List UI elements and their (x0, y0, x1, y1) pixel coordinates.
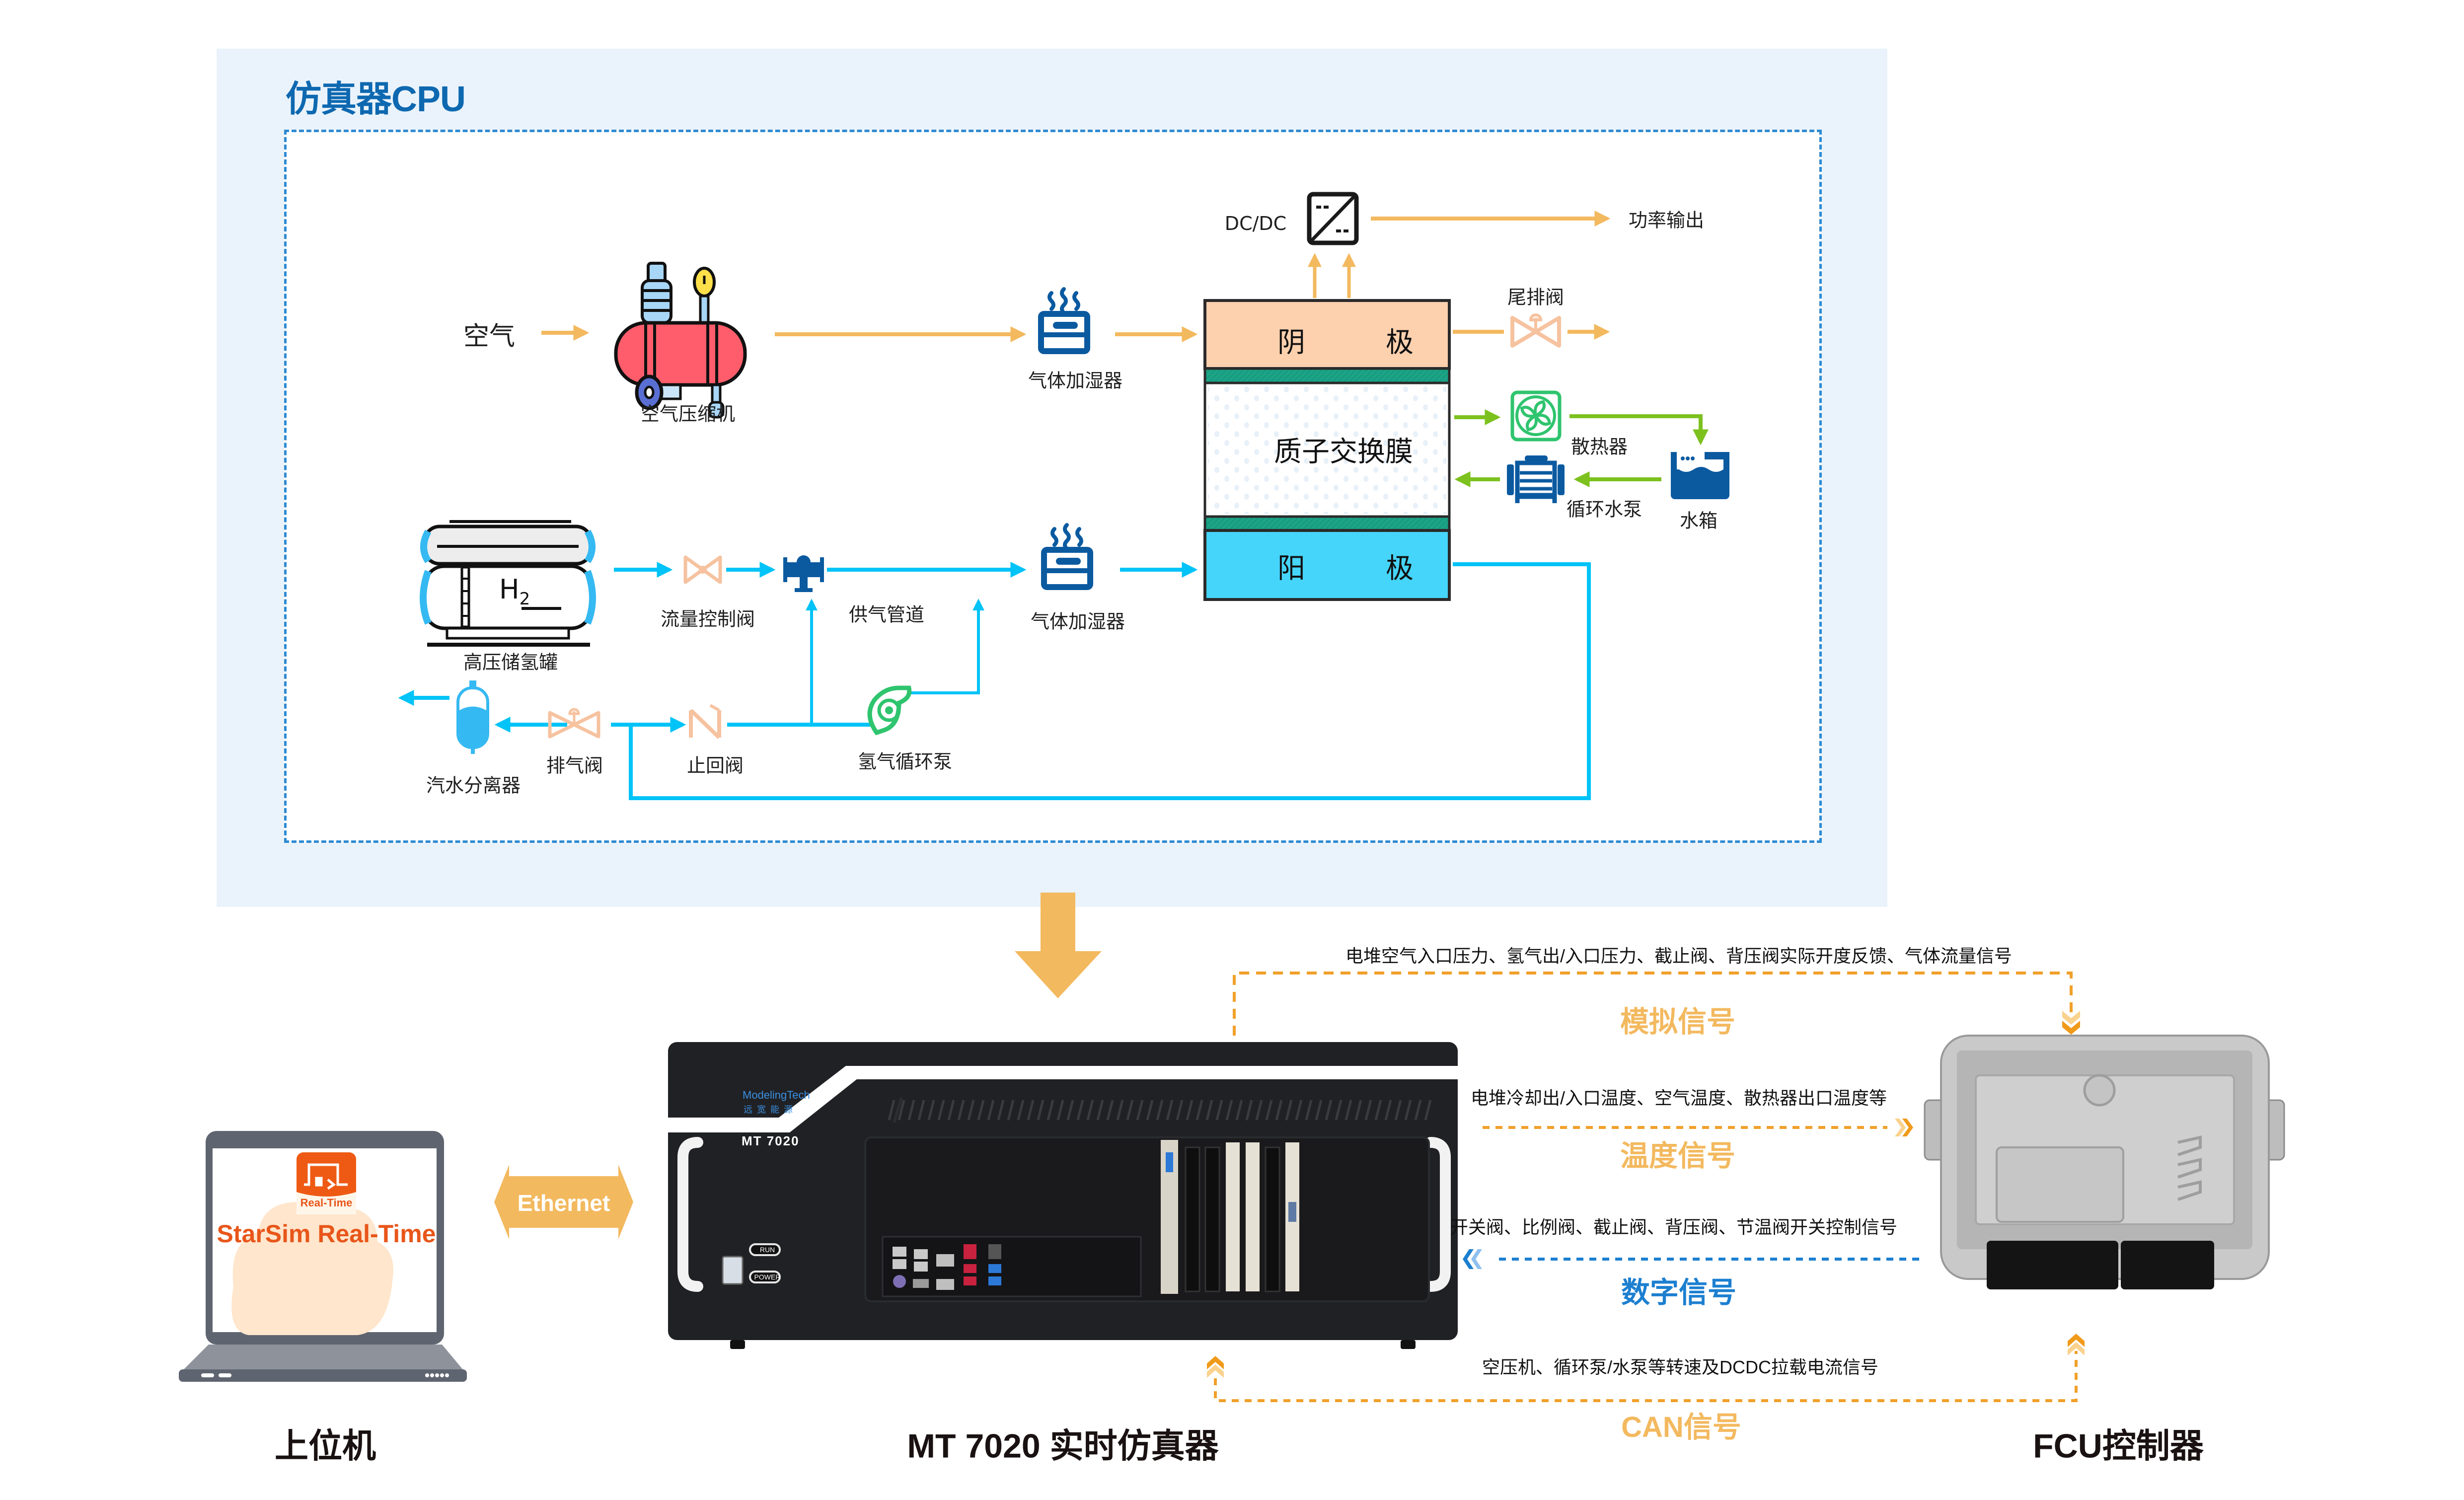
water-separator-icon (456, 680, 489, 754)
io-ports (893, 1244, 1001, 1290)
anode-catalyst-band (1203, 515, 1451, 532)
air-compressor-label: 空气压缩机 (640, 403, 736, 425)
dcdc-converter-icon (1307, 192, 1359, 245)
coolant-line-to-tank (1569, 414, 1709, 446)
hydrogen-symbol: H2 (499, 574, 530, 609)
cathode-layer (1203, 299, 1451, 370)
device-brand: ModelingTech (743, 1089, 810, 1101)
analog-signal-line (1233, 972, 2080, 1036)
simulator-title: MT 7020 实时仿真器 (907, 1427, 1219, 1465)
purge-valve-icon (548, 708, 600, 739)
power-switch (722, 1256, 744, 1285)
dcdc-label: DC/DC (1224, 213, 1287, 234)
fuel-cell-stack (1203, 299, 1451, 601)
analog-signal-description: 电堆空气入口压力、氢气出/入口压力、截止阀、背压阀实际开度反馈、气体流量信号 (1345, 946, 2013, 966)
can-signal-description: 空压机、循环泵/水泵等转速及DCDC拉载电流信号 (1482, 1357, 1878, 1377)
ethernet-link-arrow (494, 1165, 633, 1239)
water-pump-label: 循环水泵 (1566, 498, 1643, 521)
left-handle (677, 1137, 703, 1292)
cpu-to-simulator-arrow (1015, 893, 1102, 998)
panel-title: 仿真器CPU (286, 79, 466, 119)
cathode-catalyst-band (1203, 367, 1451, 384)
anode-layer (1203, 529, 1451, 601)
supply-pipe-tee-icon (783, 555, 824, 592)
can-signal-title: CAN信号 (1621, 1411, 1741, 1443)
anode-label-right: 极 (1386, 552, 1414, 585)
water-tank-label: 水箱 (1679, 510, 1718, 532)
temperature-signal-description: 电堆冷却出/入口温度、空气温度、散热器出口温度等 (1470, 1088, 1887, 1108)
ethernet-label: Ethernet (517, 1190, 610, 1216)
device-model: MT 7020 (742, 1133, 800, 1148)
air-compressor-icon (614, 262, 747, 419)
water-pump-icon (1507, 455, 1565, 503)
digital-signal-title: 数字信号 (1621, 1276, 1737, 1309)
air-humidifier-label: 气体加湿器 (1028, 370, 1123, 392)
power-output-label: 功率输出 (1628, 209, 1705, 231)
expansion-cards (1161, 1140, 1299, 1294)
right-handle (1425, 1137, 1451, 1292)
digital-signal-description: 开关阀、比例阀、截止阀、背压阀、节温阀开关控制信号 (1450, 1217, 1898, 1237)
water-separator-label: 汽水分离器 (426, 774, 521, 797)
power-label: POWER (754, 1273, 781, 1281)
run-label: RUN (759, 1246, 775, 1254)
purge-valve-label: 排气阀 (546, 754, 603, 777)
anode-label-left: 阳 (1277, 552, 1305, 585)
air-humidifier-icon (1038, 287, 1090, 354)
power-indicator (749, 1271, 781, 1283)
cathode-label-left: 阴 (1277, 326, 1305, 359)
device-brand-cn: 远 宽 能 源 (744, 1105, 794, 1115)
hydrogen-humidifier-label: 气体加湿器 (1030, 610, 1125, 633)
software-badge: Real-Time (300, 1197, 353, 1209)
hydrogen-tank-label: 高压储氢罐 (463, 651, 558, 674)
membrane-label: 质子交换膜 (1274, 436, 1413, 468)
radiator-label: 散热器 (1570, 436, 1628, 458)
exhaust-valve-label: 尾排阀 (1507, 286, 1565, 308)
flow-control-valve-icon (683, 555, 722, 584)
mt7020-simulator-device (668, 1042, 1458, 1349)
software-name: StarSim Real-Time (217, 1220, 436, 1248)
analog-signal-title: 模拟信号 (1620, 1006, 1736, 1038)
cathode-label-right: 极 (1386, 326, 1414, 359)
temperature-signal-title: 温度信号 (1620, 1140, 1736, 1172)
check-valve-label: 止回阀 (686, 754, 744, 777)
controller-title: FCU控制器 (2033, 1427, 2204, 1465)
stack-to-dcdc-arrows (1308, 253, 1356, 298)
anode-return-line (629, 562, 1591, 800)
radiator-icon (1510, 390, 1562, 442)
run-indicator (749, 1243, 781, 1256)
can-signal-line (1207, 1334, 2085, 1402)
flow-control-valve-label: 流量控制阀 (660, 608, 755, 630)
hydrogen-recirc-pump-icon (867, 685, 912, 736)
exhaust-valve-icon (1510, 313, 1561, 348)
fcu-controller-device (1924, 1035, 2285, 1289)
temperature-signal-line (1483, 1119, 1913, 1136)
recirc-pump-label: 氢气循环泵 (857, 750, 953, 773)
hydrogen-tank-icon (420, 520, 596, 647)
host-laptop-icon (179, 1131, 467, 1382)
check-valve-icon (689, 704, 721, 739)
hydrogen-humidifier-icon (1041, 523, 1093, 590)
water-tank-icon (1671, 452, 1729, 499)
digital-signal-line (1463, 1249, 1922, 1269)
supply-pipe-label: 供气管道 (848, 603, 925, 626)
vent-slots (888, 1100, 1432, 1121)
host-computer-title: 上位机 (274, 1427, 376, 1465)
hydrogen-recirc-lines (398, 599, 984, 733)
air-input-label: 空气 (463, 321, 516, 352)
